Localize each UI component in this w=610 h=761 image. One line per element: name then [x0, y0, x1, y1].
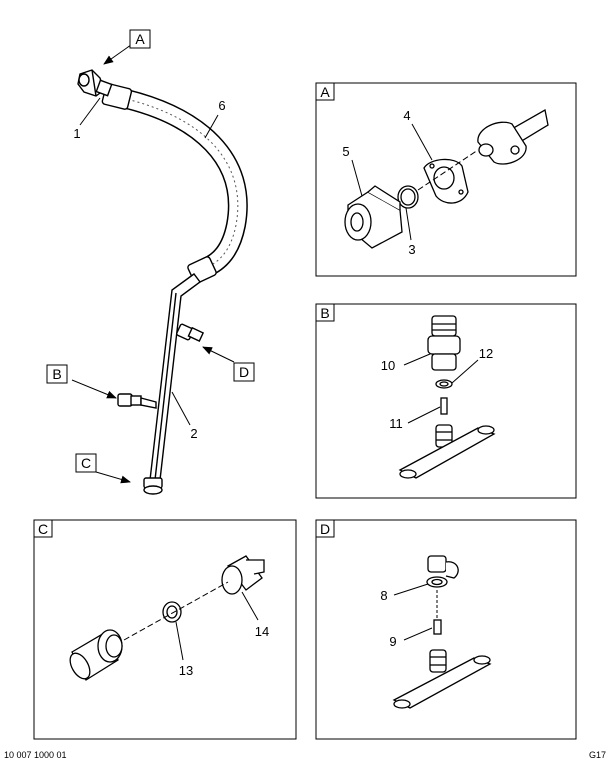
part-label-3: 3 — [408, 242, 415, 257]
callout-main-b: B — [46, 364, 68, 384]
detail-panel-d: D 8 9 — [315, 519, 577, 740]
callout-main-d: D — [233, 362, 255, 382]
part-label-1: 1 — [73, 126, 80, 141]
part-label-14: 14 — [255, 624, 269, 639]
main-assembly — [77, 69, 248, 495]
detail-panel-b: B 10 12 11 — [315, 303, 577, 499]
fitting-1 — [77, 69, 113, 97]
tube-2 — [149, 273, 201, 481]
part-label-6: 6 — [218, 98, 225, 113]
part-label-4: 4 — [403, 108, 410, 123]
part-label-9: 9 — [389, 634, 396, 649]
part-label-13: 13 — [179, 663, 193, 678]
svg-text:C: C — [38, 521, 48, 537]
sheet-code: G17 — [589, 750, 606, 760]
svg-text:C: C — [81, 455, 91, 471]
svg-text:D: D — [239, 364, 249, 380]
part-label-10: 10 — [381, 358, 395, 373]
part-label-2: 2 — [190, 426, 197, 441]
svg-text:B: B — [320, 305, 329, 321]
main-leaders — [71, 39, 235, 484]
part-label-8: 8 — [380, 588, 387, 603]
part-label-5: 5 — [342, 144, 349, 159]
callout-main-a: A — [129, 29, 151, 49]
callout-main-c: C — [75, 453, 97, 473]
svg-text:A: A — [135, 31, 145, 47]
test-fitting-d — [176, 323, 205, 342]
hose-6 — [115, 87, 248, 278]
svg-text:B: B — [52, 366, 61, 382]
part-label-11: 11 — [389, 416, 403, 431]
part-label-12: 12 — [479, 346, 493, 361]
detail-panel-c: C 13 14 — [33, 519, 297, 740]
figure-id: 10 007 1000 01 — [4, 750, 67, 760]
detail-panel-a: A 5 4 3 — [315, 82, 577, 277]
test-fitting-b — [117, 393, 157, 409]
svg-text:A: A — [320, 84, 330, 100]
tube-end-fitting — [143, 477, 163, 495]
svg-text:D: D — [320, 521, 330, 537]
